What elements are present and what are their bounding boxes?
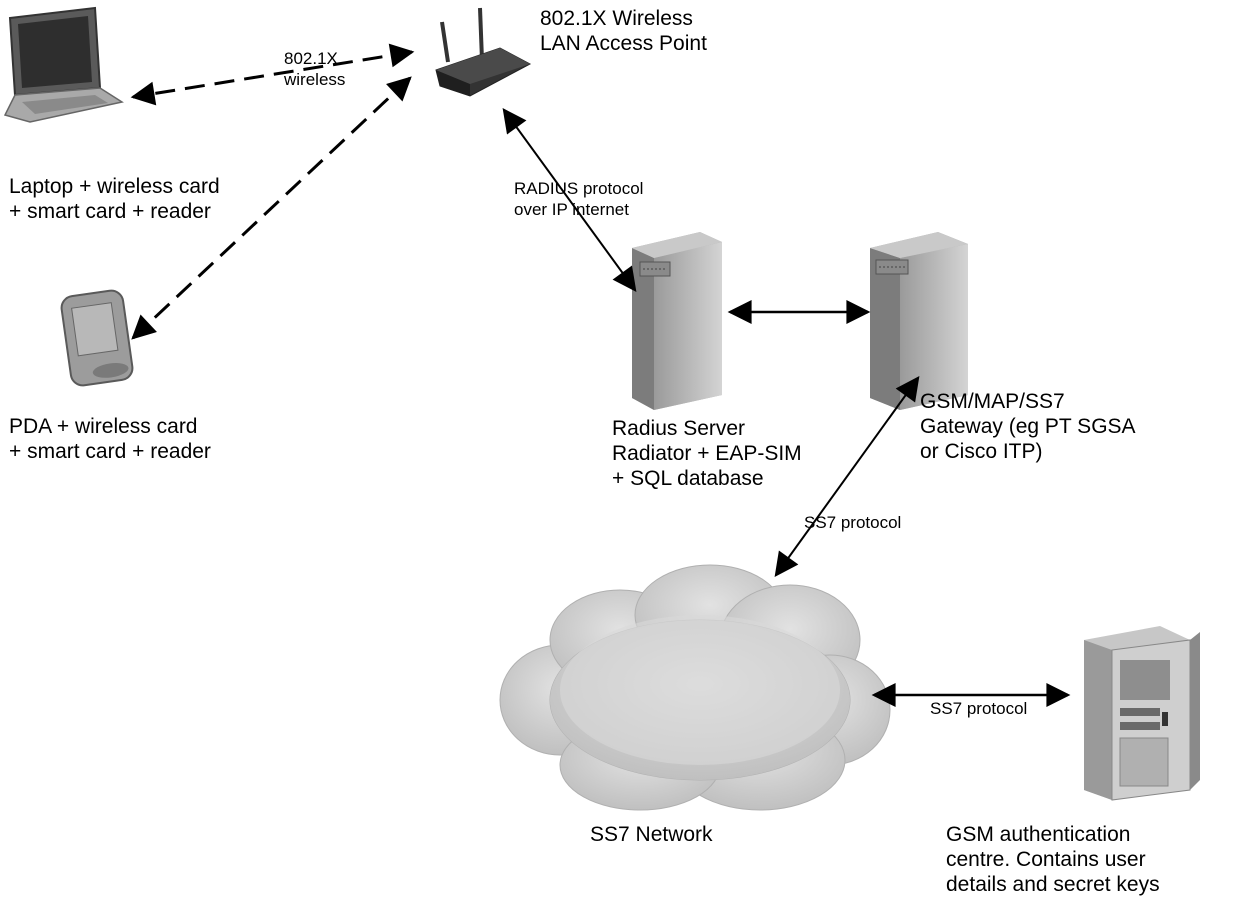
server-icon	[870, 232, 968, 410]
auth-centre-label: GSM authentication centre. Contains user…	[946, 823, 1160, 896]
cloud-icon	[499, 564, 891, 811]
ss7-auc-edge-label: SS7 protocol	[930, 699, 1028, 718]
wireless-edge-label: 802.1X wireless	[284, 49, 346, 89]
gateway-ss7-link	[774, 376, 920, 577]
radius-link	[502, 108, 637, 292]
access-point-label: 802.1X Wireless LAN Access Point	[540, 7, 707, 55]
radius-edge-label: RADIUS protocol over IP internet	[514, 179, 644, 219]
wireless-access-point-icon	[435, 7, 532, 97]
tower-computer-icon	[1084, 626, 1200, 801]
wireless-link-pda	[131, 76, 412, 340]
laptop-label: Laptop + wireless card + smart card + re…	[9, 175, 220, 223]
gateway-ss7-edge-label: SS7 protocol	[804, 513, 902, 532]
pda-icon	[60, 289, 134, 387]
radius-server-label: Radius Server Radiator + EAP-SIM + SQL d…	[612, 417, 802, 490]
server-icon	[632, 232, 722, 410]
gateway-label: GSM/MAP/SS7 Gateway (eg PT SGSA or Cisco…	[920, 390, 1136, 463]
wireless-link-laptop	[130, 43, 415, 106]
ss7-network-label: SS7 Network	[590, 823, 713, 846]
pda-label: PDA + wireless card + smart card + reade…	[9, 415, 211, 463]
laptop-icon	[3, 6, 124, 123]
